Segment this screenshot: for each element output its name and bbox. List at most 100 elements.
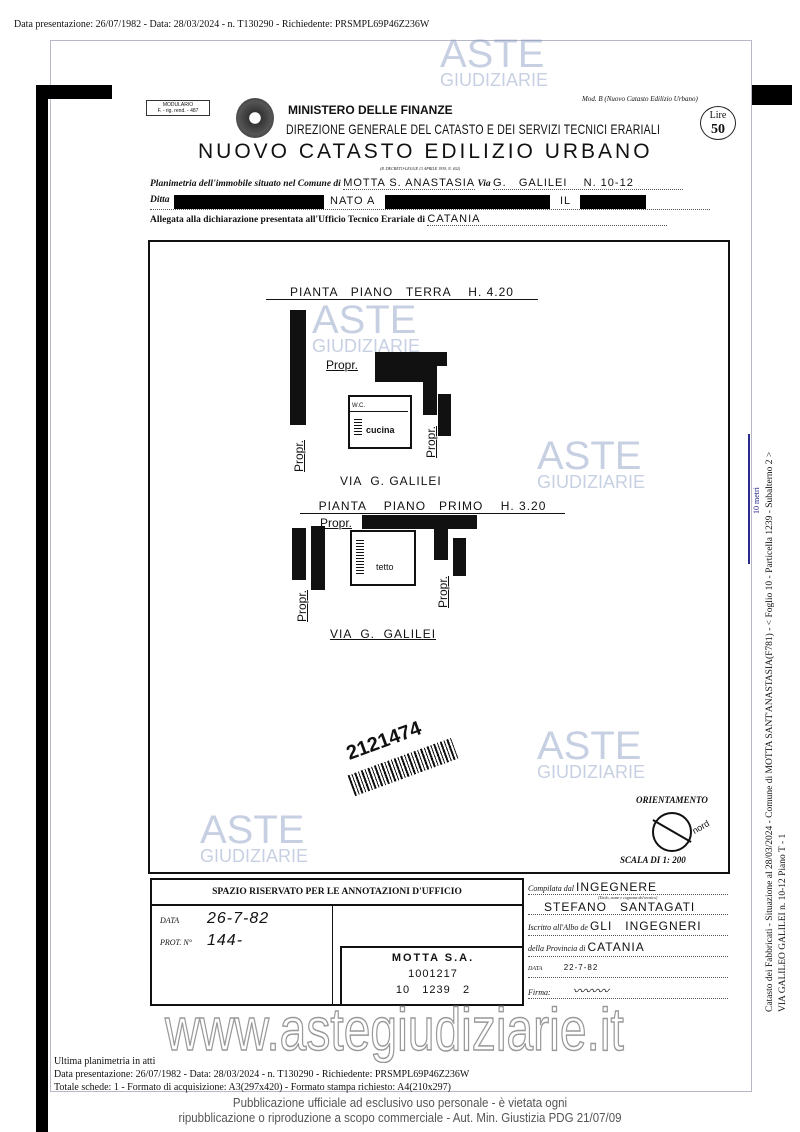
stamp-lire-value: 50 (711, 122, 725, 137)
watermark-aste: ASTE (440, 32, 545, 76)
planimetria-label: Planimetria dell'immobile situato nel Co… (150, 179, 341, 189)
office-date-label: DATA (160, 916, 180, 925)
orientation-label: ORIENTAMENTO (636, 795, 708, 805)
il-label: IL (560, 195, 572, 207)
form-title: NUOVO CATASTO EDILIZIO URBANO (198, 140, 653, 163)
watermark-aste: ASTE (312, 298, 417, 342)
via-value: G. GALILEI N. 10-12 (493, 177, 684, 190)
street-label-ground: VIA G. GALILEI (340, 474, 442, 488)
scale-bar (748, 434, 750, 564)
prot-label: PROT. N° (160, 938, 192, 947)
office-date-value: 26-7-82 (207, 910, 270, 927)
watermark-aste: ASTE (200, 808, 305, 852)
prot-value: 144- (207, 932, 244, 949)
redacted-birthplace (385, 195, 550, 209)
via-label: Via (477, 179, 491, 189)
provincia-value: CATANIA (587, 940, 645, 954)
mod-b-label: Mod. B (Nuovo Catasto Edilizio Urbano) (582, 95, 698, 103)
wall (438, 394, 451, 436)
street-label-first: VIA G. GALILEI (330, 627, 437, 641)
ground-floor-title: PIANTA PIANO TERRA H. 4.20 (266, 285, 538, 300)
site-watermark: www.astegiudiziarie.it (164, 996, 624, 1063)
stamp-lire: Lire 50 (700, 106, 736, 140)
ditta-row: Ditta NATO A IL (150, 195, 710, 210)
signature: 〰〰〰 (572, 984, 609, 998)
modulario-label: MODULARIO (162, 102, 194, 108)
compiler-name: STEFANO SANTAGATI (528, 900, 728, 915)
direction-label: DIREZIONE GENERALE DEL CATASTO E DEI SER… (286, 121, 661, 137)
side-address-line: VIA GALILEO GALILEI n. 10-12 Piano T - 1 (778, 833, 788, 1012)
notice-line-1: Pubblicazione ufficiale ad esclusivo uso… (232, 1096, 568, 1110)
side-cadastral-line: Catasto dei Fabbricati - Situazione al 2… (765, 451, 775, 1012)
compiler-date-value: 22-7-82 (563, 963, 599, 972)
stamp-line: 10 1239 2 (395, 984, 471, 996)
stamp-lire-label: Lire (709, 110, 727, 121)
wall (423, 365, 437, 415)
watermark-giudiziarie: GIUDIZIARIE (200, 846, 309, 866)
ufficio-value: CATANIA (427, 213, 668, 226)
cucina-label: cucina (366, 425, 395, 435)
compilata-label: Compilata dal (528, 884, 575, 893)
firma-label: Firma: (528, 988, 551, 997)
albo-label: Iscritto all'Albo de (528, 923, 588, 932)
wall (362, 515, 477, 529)
redacted-birthdate (580, 195, 646, 209)
divider (332, 906, 333, 1004)
watermark-giudiziarie: GIUDIZIARIE (440, 70, 549, 90)
compilata-hint: (Titolo, nome e cognome del tecnico) (598, 895, 658, 900)
scan-edge-tab (752, 85, 792, 105)
planimetria-row: Planimetria dell'immobile situato nel Co… (150, 177, 684, 190)
modulario-code: F. - rig. rend. - 487 (157, 108, 199, 114)
propr-label: Propr. (320, 516, 353, 530)
allegata-label: Allegata alla dichiarazione presentata a… (150, 215, 426, 225)
registration-stamp: MOTTA S.A. 1001217 10 1239 2 (340, 946, 524, 1004)
tetto-label: tetto (376, 562, 394, 572)
watermark-giudiziarie: GIUDIZIARIE (537, 762, 646, 782)
publication-notice: Pubblicazione ufficiale ad esclusivo uso… (170, 1096, 630, 1126)
compiler-date-label: DATA (528, 966, 543, 972)
scan-edge-bar-top (36, 85, 112, 99)
comune-value: MOTTA S. ANASTASIA (343, 177, 476, 190)
watermark-giudiziarie: GIUDIZIARIE (312, 336, 421, 356)
office-box-title: SPAZIO RISERVATO PER LE ANNOTAZIONI D'UF… (152, 880, 522, 906)
watermark-aste: ASTE (537, 724, 642, 768)
ditta-label: Ditta (150, 195, 170, 205)
watermark-aste: ASTE (537, 434, 642, 478)
scale-bar-label: 10 metri (752, 487, 761, 514)
ground-floor-room: W.C. cucina (348, 395, 412, 449)
wall (453, 538, 466, 576)
nato-a-label: NATO A (330, 195, 376, 207)
propr-label: Propr. (292, 439, 306, 472)
propr-label: Propr. (436, 575, 450, 608)
notice-line-2: ripubblicazione o riproduzione a scopo c… (178, 1111, 622, 1125)
scan-edge-bar (36, 85, 48, 1132)
wall (434, 515, 448, 560)
modulario-box: MODULARIO F. - rig. rend. - 487 (146, 100, 210, 116)
drawing-frame (148, 240, 730, 874)
compiler-block: Compilata dal INGEGNERE (Titolo, nome e … (528, 880, 728, 999)
footer-last-plan: Ultima planimetria in atti (54, 1056, 156, 1067)
compilata-value: INGEGNERE (576, 880, 658, 894)
scan-edge-bar-bottom (36, 1040, 48, 1132)
decree-label: (R. DECRETO-LEGGE 13 APRILE 1939, N. 652… (380, 166, 461, 171)
wc-label: W.C. (352, 403, 365, 409)
ministry-label: MINISTERO DELLE FINANZE (288, 103, 453, 117)
stairs-icon (356, 538, 364, 576)
partition (350, 411, 408, 412)
wall (292, 528, 306, 580)
propr-label: Propr. (295, 589, 309, 622)
redacted-name (174, 195, 324, 209)
wall (311, 526, 325, 590)
allegata-row: Allegata alla dichiarazione presentata a… (150, 213, 668, 226)
stamp-line: 1001217 (408, 968, 458, 980)
first-floor-title: PIANTA PIANO PRIMO H. 3.20 (300, 499, 565, 514)
stairs-icon (354, 417, 362, 437)
watermark-giudiziarie: GIUDIZIARIE (537, 472, 646, 492)
first-floor-room: tetto (350, 530, 416, 586)
